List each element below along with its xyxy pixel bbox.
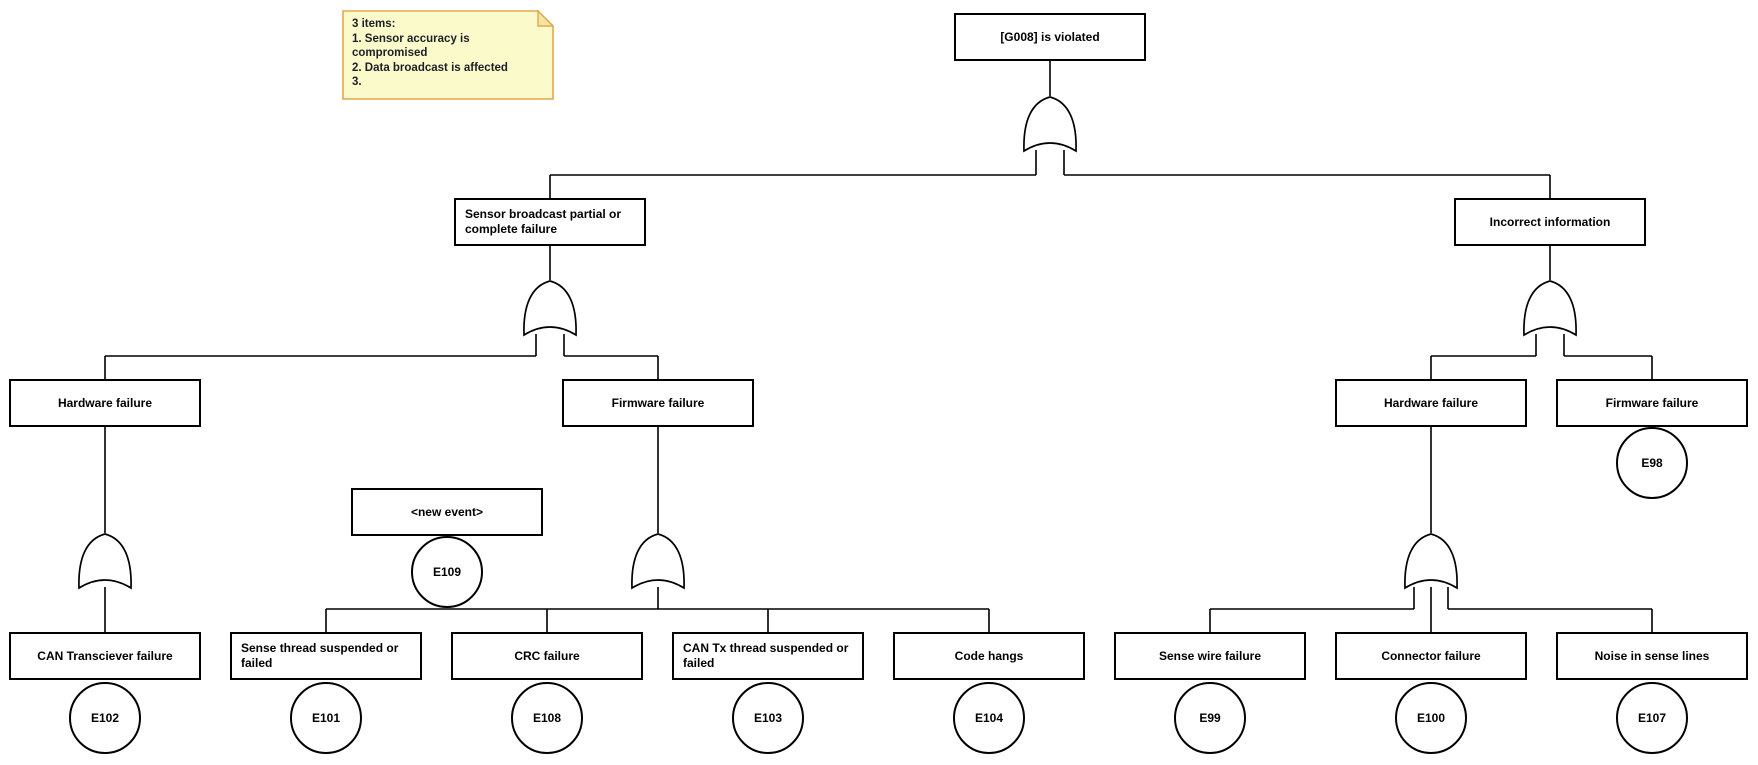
event-id: E109 bbox=[432, 565, 462, 579]
connector-group-hardware-left bbox=[78, 427, 132, 632]
note-line: 3. bbox=[352, 76, 362, 88]
node-sensor-broadcast-failure[interactable]: Sensor broadcast partial or complete fai… bbox=[454, 198, 646, 246]
node-label: CAN Transciever failure bbox=[37, 648, 173, 663]
node-noise-in-sense-lines[interactable]: Noise in sense lines bbox=[1556, 632, 1748, 680]
node-label: Sense wire failure bbox=[1158, 648, 1262, 663]
node-label: Incorrect information bbox=[1489, 214, 1611, 229]
node-crc-failure[interactable]: CRC failure bbox=[451, 632, 643, 680]
event-circle-e98[interactable]: E98 bbox=[1616, 427, 1688, 499]
event-circle-e107[interactable]: E107 bbox=[1616, 682, 1688, 754]
connector-group-incorrect-info bbox=[1430, 246, 1653, 379]
node-label: <new event> bbox=[410, 504, 484, 519]
event-id: E100 bbox=[1416, 711, 1446, 725]
event-circle-e104[interactable]: E104 bbox=[953, 682, 1025, 754]
node-firmware-failure-right[interactable]: Firmware failure bbox=[1556, 379, 1748, 427]
event-circle-e102[interactable]: E102 bbox=[69, 682, 141, 754]
event-circle-e101[interactable]: E101 bbox=[290, 682, 362, 754]
node-sense-thread-suspended[interactable]: Sense thread suspended or failed bbox=[230, 632, 422, 680]
node-label: Sensor broadcast partial or complete fai… bbox=[465, 207, 622, 236]
node-label: Firmware failure bbox=[1605, 395, 1699, 410]
event-id: E107 bbox=[1637, 711, 1667, 725]
or-gate-sensor-broadcast[interactable] bbox=[523, 280, 577, 337]
event-id: E102 bbox=[90, 711, 120, 725]
node-label: Code hangs bbox=[954, 648, 1024, 663]
event-id: E98 bbox=[1641, 456, 1663, 470]
node-label: CRC failure bbox=[514, 648, 580, 663]
node-hardware-failure-right[interactable]: Hardware failure bbox=[1335, 379, 1527, 427]
node-label: Sense thread suspended or failed bbox=[241, 641, 399, 670]
event-circle-e109[interactable]: E109 bbox=[411, 536, 483, 608]
event-id: E108 bbox=[532, 711, 562, 725]
note-line: 1. Sensor accuracy is compromised bbox=[352, 32, 470, 60]
connector-group-sensor-broadcast bbox=[104, 246, 659, 379]
node-label: Noise in sense lines bbox=[1594, 648, 1710, 663]
connector-group-hardware-right bbox=[1209, 427, 1653, 632]
sticky-note[interactable]: 3 items: 1. Sensor accuracy is compromis… bbox=[342, 10, 554, 100]
or-gate-firmware-mid[interactable] bbox=[631, 533, 685, 590]
node-can-tx-thread-suspended[interactable]: CAN Tx thread suspended or failed bbox=[672, 632, 864, 680]
connector-group-root bbox=[549, 61, 1551, 198]
node-label: Hardware failure bbox=[57, 395, 153, 410]
node-connector-failure[interactable]: Connector failure bbox=[1335, 632, 1527, 680]
event-circle-e99[interactable]: E99 bbox=[1174, 682, 1246, 754]
sticky-note-shape bbox=[342, 10, 554, 100]
node-new-event[interactable]: <new event> bbox=[351, 488, 543, 536]
event-id: E99 bbox=[1199, 711, 1221, 725]
or-gate-hardware-right[interactable] bbox=[1404, 533, 1458, 590]
node-hardware-failure-left[interactable]: Hardware failure bbox=[9, 379, 201, 427]
node-label: Connector failure bbox=[1381, 648, 1481, 663]
node-code-hangs[interactable]: Code hangs bbox=[893, 632, 1085, 680]
node-sense-wire-failure[interactable]: Sense wire failure bbox=[1114, 632, 1306, 680]
node-label: CAN Tx thread suspended or failed bbox=[683, 641, 849, 670]
sticky-note-text: 3 items: 1. Sensor accuracy is compromis… bbox=[352, 17, 546, 90]
or-gate-incorrect-info[interactable] bbox=[1523, 280, 1577, 337]
event-id: E104 bbox=[974, 711, 1004, 725]
or-gate-root[interactable] bbox=[1023, 96, 1077, 153]
event-id: E101 bbox=[311, 711, 341, 725]
event-circle-e108[interactable]: E108 bbox=[511, 682, 583, 754]
node-can-transceiver-failure[interactable]: CAN Transciever failure bbox=[9, 632, 201, 680]
note-line: 3 items: bbox=[352, 18, 396, 30]
node-firmware-failure-mid[interactable]: Firmware failure bbox=[562, 379, 754, 427]
note-line: 2. Data broadcast is affected bbox=[352, 61, 508, 74]
event-id: E103 bbox=[753, 711, 783, 725]
node-root-g008[interactable]: [G008] is violated bbox=[954, 13, 1146, 61]
event-circle-e103[interactable]: E103 bbox=[732, 682, 804, 754]
event-circle-e100[interactable]: E100 bbox=[1395, 682, 1467, 754]
node-incorrect-information[interactable]: Incorrect information bbox=[1454, 198, 1646, 246]
node-label: Firmware failure bbox=[611, 395, 705, 410]
or-gate-hardware-left[interactable] bbox=[78, 533, 132, 590]
node-label: Hardware failure bbox=[1383, 395, 1479, 410]
node-label: [G008] is violated bbox=[1000, 29, 1100, 44]
